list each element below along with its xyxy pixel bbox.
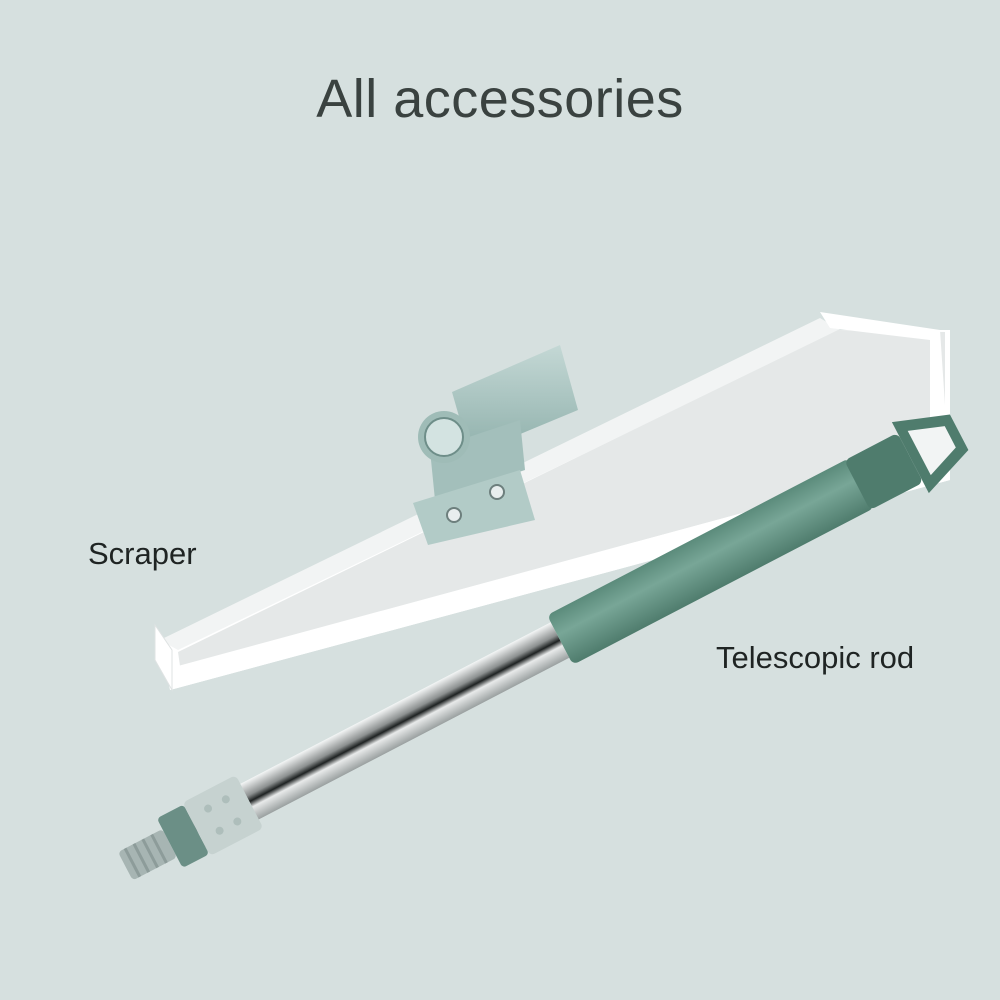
- page-title: All accessories: [316, 69, 684, 129]
- rod-grip: [549, 460, 873, 663]
- telescopic-rod: [119, 414, 969, 880]
- scraper: [154, 312, 950, 692]
- lock-collar: [158, 805, 208, 867]
- screw-icon: [489, 484, 505, 500]
- telescopic-rod-label: Telescopic rod: [716, 640, 915, 675]
- scraper-label: Scraper: [88, 536, 197, 571]
- scraper-bracket: [413, 345, 578, 545]
- screw-icon: [446, 507, 462, 523]
